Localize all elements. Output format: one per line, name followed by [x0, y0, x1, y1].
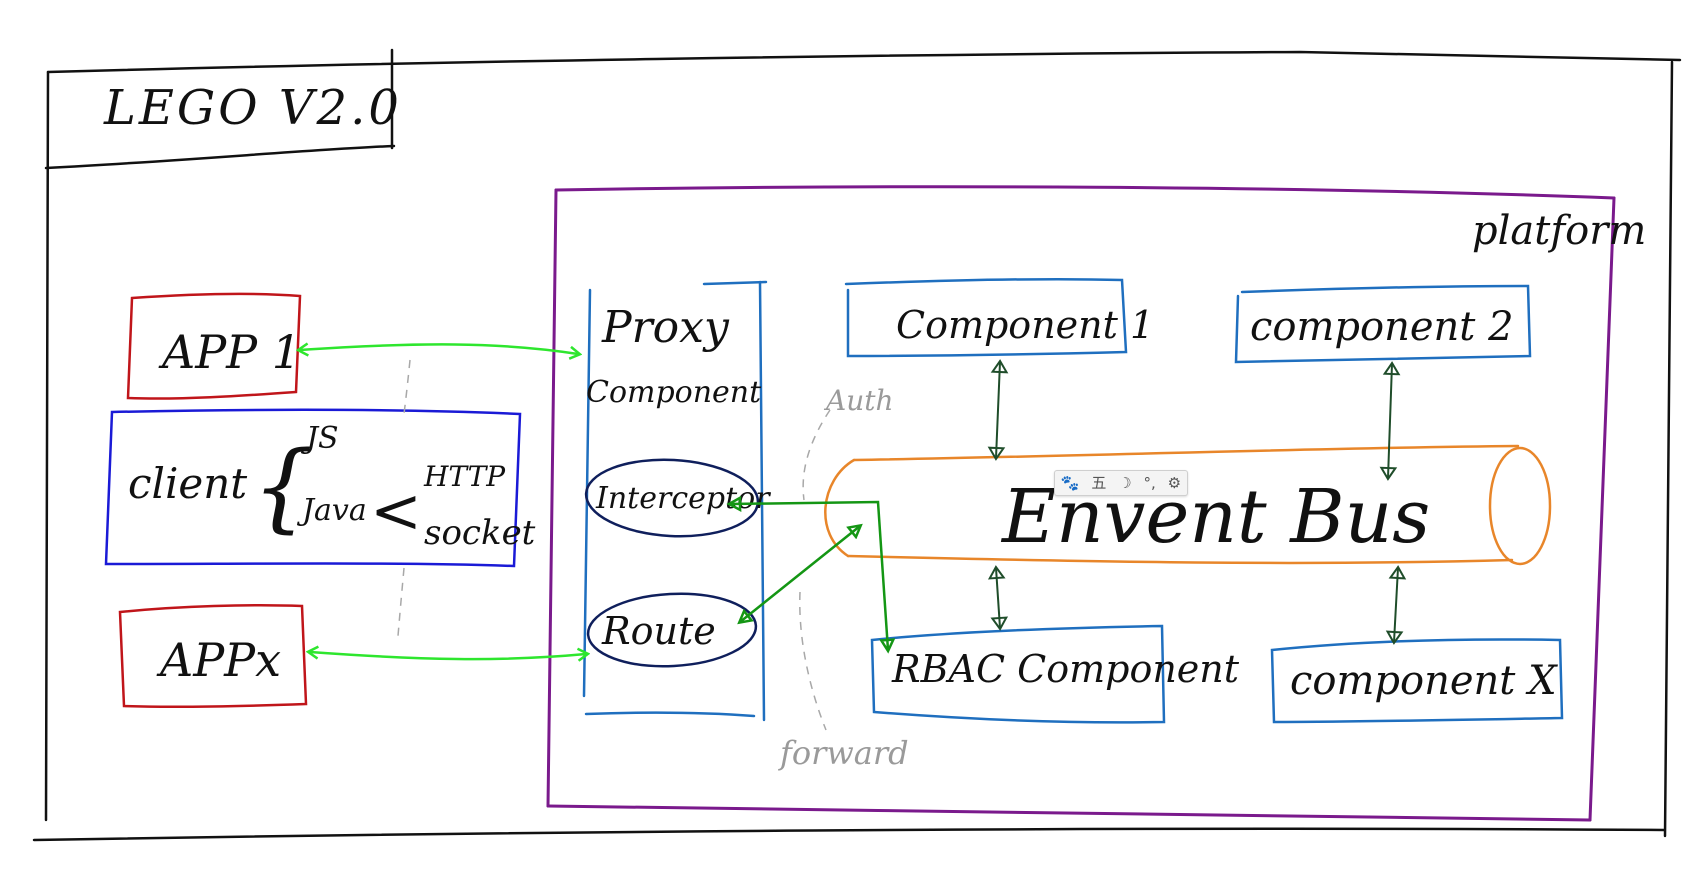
outer-frame: [32, 50, 1682, 842]
cx-bus-arrow: [1385, 565, 1407, 645]
page-title: LEGO V2.0: [103, 80, 402, 136]
component-x-box: [1270, 638, 1564, 724]
route-label: Route: [601, 609, 716, 653]
app1-proxy-arrow: [300, 344, 578, 354]
proxy-label-line2: Component: [586, 375, 762, 410]
proxy-internal-arrows: [730, 502, 888, 650]
interceptor-rbac-arrow: [730, 502, 888, 650]
ime-logo-icon[interactable]: 🐾: [1060, 474, 1080, 492]
platform-box: [546, 185, 1616, 822]
c2-bus-arrow: [1379, 361, 1401, 481]
bus-component-arrows: [987, 359, 1407, 645]
rbac-component-box: [870, 624, 1166, 724]
proxy-label-line1: Proxy: [601, 302, 730, 353]
component-1-label: Component 1: [896, 303, 1154, 347]
gear-icon[interactable]: ⚙: [1167, 474, 1182, 492]
client-js: JS: [300, 421, 339, 456]
interceptor-label: Interceptor: [595, 481, 771, 516]
component-x-label: component X: [1290, 658, 1558, 704]
appx-proxy-arrow: [310, 652, 586, 659]
title-box: [44, 48, 396, 170]
auth-forward-dashed: [799, 409, 831, 731]
forward-annotation: forward: [778, 734, 909, 772]
appx-label: APPx: [156, 633, 281, 687]
rbac-component-label: RBAC Component: [891, 647, 1240, 691]
client-box: [104, 408, 522, 568]
ime-mode-button[interactable]: 五: [1091, 474, 1107, 492]
app1-box: [126, 292, 302, 400]
auth-annotation: Auth: [823, 384, 894, 417]
app1-label: APP 1: [158, 325, 301, 379]
component-1-box: [844, 277, 1128, 358]
moon-icon[interactable]: ☽: [1118, 474, 1132, 492]
platform-label: platform: [1472, 208, 1646, 254]
appx-box: [118, 604, 308, 709]
component-2-box: [1234, 284, 1532, 364]
rbac-bus-arrow: [987, 565, 1009, 631]
component-2-label: component 2: [1250, 304, 1514, 350]
app-proxy-arrows: [300, 344, 586, 659]
client-java: Java: [296, 493, 367, 528]
client-http: HTTP: [423, 460, 506, 493]
c1-bus-arrow: [987, 359, 1009, 461]
app-client-dashed-links: [397, 359, 411, 637]
client-socket: socket: [424, 513, 536, 553]
client-angle: <: [370, 474, 422, 547]
client-brace: {: [252, 431, 313, 543]
punctuation-icon[interactable]: °,: [1143, 474, 1156, 492]
client-label: client: [128, 459, 247, 508]
ime-toolbar[interactable]: 🐾 五 ☽ °, ⚙: [1054, 470, 1188, 496]
route-bus-arrow: [740, 526, 860, 622]
